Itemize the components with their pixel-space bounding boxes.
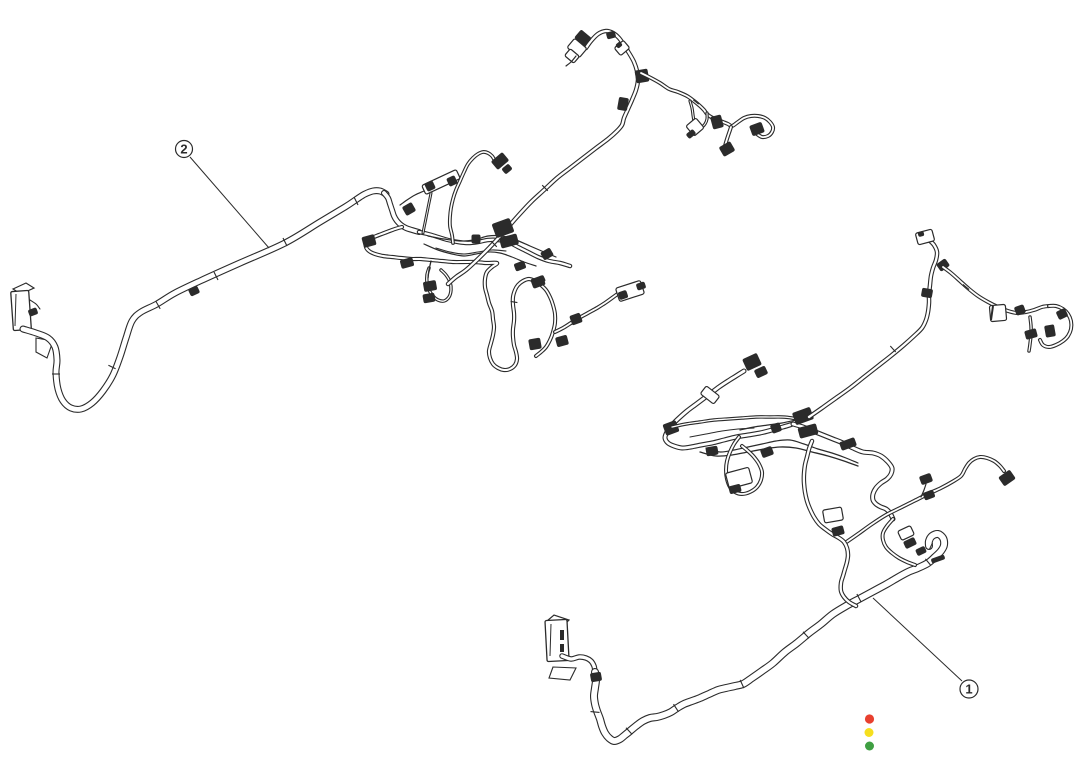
svg-text:2: 2: [180, 142, 187, 157]
svg-text:1: 1: [965, 682, 972, 697]
